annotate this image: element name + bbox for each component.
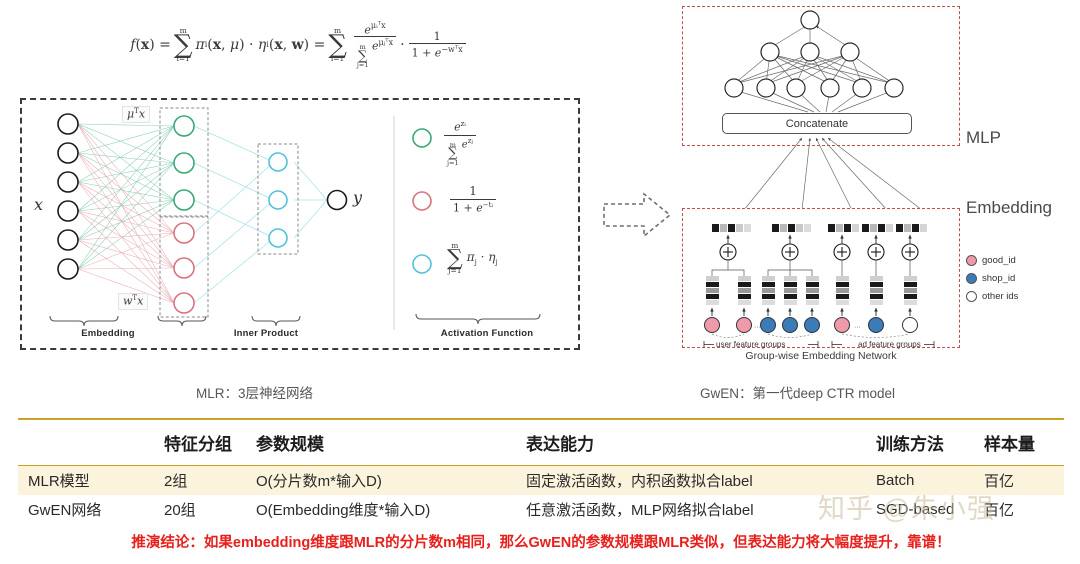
edges-hidden-to-innerproduct (193, 125, 275, 304)
mlr-network-svg: .node { fill:#ffffff; stroke:#1a1a1a; st… (49, 107, 395, 330)
legend-other-ids: other ids (966, 291, 1018, 302)
header-cell-express: 表达能力 (526, 435, 594, 454)
brace-embedding-right (157, 315, 207, 327)
ellipsis-ad: ··· (854, 324, 861, 331)
cell-samples: 百亿 (984, 473, 1015, 490)
mlp-side-label: MLP (966, 128, 1001, 147)
good-id-dot-icon (966, 255, 977, 266)
feature-group-spans (703, 341, 935, 348)
header-cell-params: 参数规模 (256, 435, 324, 454)
output-label: y (353, 188, 363, 207)
transition-arrow-right-icon (603, 192, 672, 238)
embedding-to-concat-edges (743, 137, 923, 211)
embedding-id-to-vector-arrows (710, 308, 912, 316)
cell-samples: 百亿 (984, 502, 1015, 519)
cell-training: Batch (876, 472, 915, 489)
legend-shop-id-label: shop_id (982, 273, 1016, 284)
sigmoid-nodes (173, 222, 195, 314)
embedding-sum-operators (719, 243, 919, 261)
cell-params: O(Embedding维度*输入D) (256, 502, 431, 519)
caption-gwen: GwEN：第一代deep CTR model (700, 386, 896, 401)
softmax-nodes (173, 115, 195, 211)
brace-embedding-left (49, 315, 119, 327)
input-nodes (57, 113, 79, 280)
activation-formula-sigmoid: 1 1 + e−ti (446, 184, 500, 215)
table-row: MLR模型 2组 O(分片数m*输入D) 固定激活函数，内积函数拟合label … (18, 465, 1064, 495)
activation-legend-svg (412, 128, 541, 325)
legend-good-id-label: good_id (982, 255, 1016, 266)
legend-good-id: good_id (966, 255, 1016, 266)
brace-innerproduct (251, 315, 301, 327)
other-ids-dot-icon (966, 291, 977, 302)
comparison-table: 特征分组 参数规模 表达能力 训练方法 样本量 MLR模型 2组 O(分片数m*… (18, 418, 1064, 524)
embedding-side-label: Embedding (966, 198, 1053, 217)
edges-innerproduct-to-output (293, 161, 328, 239)
cell-params: O(分片数m*输入D) (256, 473, 382, 490)
table-header-row: 特征分组 参数规模 表达能力 训练方法 样本量 (18, 420, 1064, 465)
edges-input-to-softmax (77, 123, 175, 270)
gwen-panel: .mnode { fill:#fff; stroke:#2a2a2a; stro… (660, 0, 1080, 410)
embedding-network-svg: .vblk { } .earr { stroke:#2a2a2a; stroke… (703, 224, 935, 348)
cell-training: SGD-based (876, 501, 955, 518)
output-node (326, 189, 348, 211)
activation-formula-softmax: ezi m∑j=1 ezj (440, 120, 480, 166)
innerproduct-group-box (257, 143, 299, 255)
table-row: GwEN网络 20组 O(Embedding维度*输入D) 任意激活函数，MLP… (18, 495, 1064, 524)
group-arcs (711, 333, 911, 338)
concatenate-box: Concatenate (722, 113, 912, 134)
header-cell-samples: 样本量 (984, 435, 1035, 454)
brace-label-activation: Activation Function (440, 328, 534, 339)
mlr-network-box: .node { fill:#ffffff; stroke:#1a1a1a; st… (20, 98, 580, 350)
embedding-sum-to-vector-arrows (726, 235, 912, 244)
cell-groups: 20组 (164, 502, 196, 519)
header-cell-groups: 特征分组 (164, 435, 232, 454)
ad-feature-groups-label: ad feature groups (858, 340, 921, 349)
activation-formula-weighted-sum: m∑j=1 πj · ηj (447, 241, 498, 276)
embedding-top-vectors (712, 224, 927, 232)
mlp-hidden-layer-1-nodes (724, 78, 904, 98)
w-transpose-x-tag: wTx (118, 293, 149, 310)
cell-model-name: GwEN网络 (28, 502, 102, 519)
mlp-hidden-layer-2-nodes (760, 42, 860, 62)
conclusion-text: 推演结论：如果embedding维度跟MLR的分片数m相同，那么GwEN的参数规… (131, 534, 951, 551)
legend-other-ids-label: other ids (982, 291, 1019, 302)
cell-express: 任意激活函数，MLP网络拟合label (526, 502, 754, 519)
legend-shop-id: shop_id (966, 273, 1015, 284)
header-cell-training: 训练方法 (876, 435, 944, 454)
cell-groups: 2组 (164, 473, 188, 490)
sigmoid-group-box (159, 216, 209, 318)
brace-label-embedding: Embedding (81, 328, 135, 339)
brace-label-inner-product: Inner Product (233, 328, 299, 339)
innerproduct-nodes (268, 152, 288, 248)
cell-express: 固定激活函数，内积函数拟合label (526, 473, 753, 490)
mlp-network-svg: .mnode { fill:#fff; stroke:#2a2a2a; stro… (724, 10, 904, 113)
ellipsis-user: ··· (754, 324, 761, 331)
shop-id-dot-icon (966, 273, 977, 284)
caption-mlr: MLR：3层神经网络 (196, 386, 314, 401)
embedding-id-nodes (704, 317, 918, 333)
user-feature-groups-label: user feature groups (716, 340, 786, 349)
group-wise-embedding-network-label: Group-wise Embedding Network (745, 350, 897, 362)
mlp-output-node (800, 10, 820, 30)
input-label: x (34, 195, 44, 214)
embedding-tree-lines (711, 260, 911, 276)
edges-input-to-sigmoid (77, 123, 175, 304)
embedding-feature-vectors (706, 276, 917, 305)
cell-model-name: MLR模型 (28, 473, 90, 490)
mu-transpose-x-tag: μTx (122, 106, 151, 123)
